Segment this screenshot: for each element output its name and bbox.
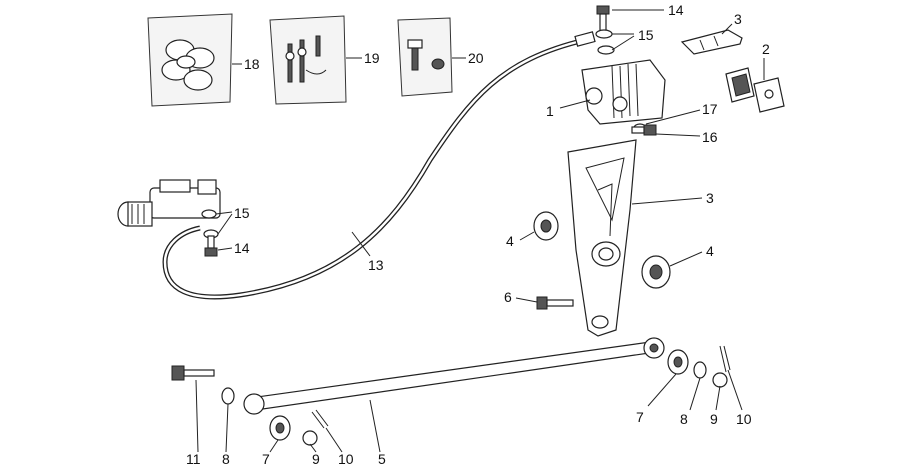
callout-8-left: 8 (222, 451, 230, 466)
bushing-7-right (667, 349, 689, 375)
seal-kit-bag-18 (147, 13, 233, 107)
brake-pads (725, 67, 785, 113)
callout-10-right: 10 (736, 411, 752, 427)
callout-labels: 14 15 3 2 1 17 16 18 19 20 15 14 13 3 4 … (186, 2, 770, 466)
callout-15-top: 15 (638, 27, 654, 43)
callout-17-washer: 17 (702, 101, 718, 117)
nut-9-left (302, 430, 318, 446)
callout-7-right: 7 (636, 409, 644, 425)
callout-9-right: 9 (710, 411, 718, 427)
bolt-14-top (596, 5, 610, 33)
callout-15-left: 15 (234, 205, 250, 221)
callout-5-rod: 5 (378, 451, 386, 466)
callout-3-bracket: 3 (706, 190, 714, 206)
bushing-4-right (641, 255, 671, 289)
callout-2-pads: 2 (762, 41, 770, 57)
bolt-6 (536, 296, 574, 310)
callout-9-left: 9 (312, 451, 320, 466)
callout-11-bolt: 11 (186, 451, 201, 466)
callout-18-kit: 18 (244, 56, 260, 72)
bolt-11 (171, 365, 215, 381)
bushing-4-left (533, 211, 559, 241)
torque-rod (243, 337, 665, 415)
brake-hose (162, 31, 596, 300)
callout-14-left: 14 (234, 240, 250, 256)
washer-15-top (595, 29, 615, 55)
nut-9-right (712, 372, 728, 388)
bolt-16 (631, 124, 657, 136)
cotter-pin-10-left (311, 409, 329, 429)
washer-8-right (693, 361, 707, 379)
callout-20-kit: 20 (468, 50, 484, 66)
callout-16-bolt: 16 (702, 129, 718, 145)
callout-4-left: 4 (506, 233, 514, 249)
cotter-pin-10-right (719, 345, 731, 373)
callout-6-bolt: 6 (504, 289, 512, 305)
leader-lines (195, 9, 765, 453)
callout-4-right: 4 (706, 243, 714, 259)
callout-13-hose: 13 (368, 257, 384, 273)
callout-7-left: 7 (262, 451, 270, 466)
bushing-7-left (269, 415, 291, 441)
callout-3-shield: 3 (734, 11, 742, 27)
callout-8-right: 8 (680, 411, 688, 427)
brake-caliper (581, 59, 666, 125)
callout-10-left: 10 (338, 451, 354, 466)
bolt-14-left (204, 235, 218, 257)
pin-kit-bag-19 (269, 15, 347, 105)
master-cylinder (117, 179, 221, 227)
caliper-shield (680, 29, 743, 55)
callout-1-caliper: 1 (546, 103, 554, 119)
callout-14-top: 14 (668, 2, 684, 18)
washer-8-left (221, 387, 235, 405)
washer-15-left (201, 209, 219, 239)
callout-19-kit: 19 (364, 50, 380, 66)
caliper-bracket (567, 139, 637, 337)
bleeder-kit-bag-20 (397, 17, 453, 97)
